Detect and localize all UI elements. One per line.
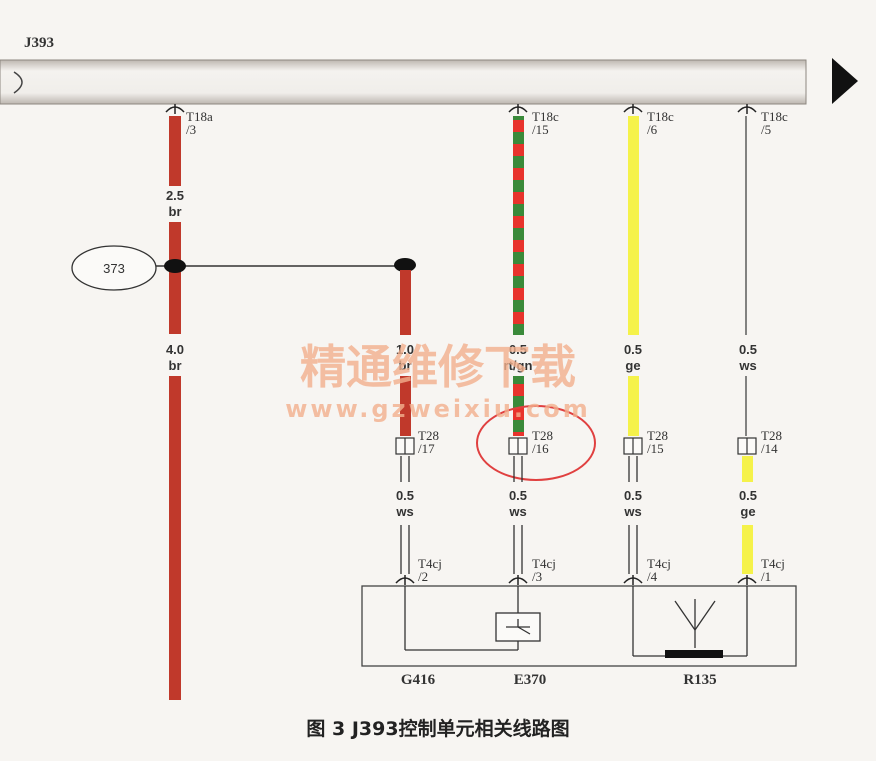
connector-pin: /3 xyxy=(186,122,196,137)
connector-t18a-3: T18a /3 xyxy=(165,104,213,137)
wire-color: ws xyxy=(738,358,756,373)
figure-caption: 图 3 J393控制单元相关线路图 xyxy=(306,718,570,740)
wire-color: ws xyxy=(623,504,641,519)
wire-ge-upper xyxy=(628,116,639,335)
wire-color: ge xyxy=(625,358,640,373)
connector-pin: /15 xyxy=(647,441,664,456)
component-label-r135: R135 xyxy=(683,672,716,688)
connector-t4cj-1: T4cj /1 xyxy=(737,556,785,585)
wire-rtgn-lower xyxy=(513,376,524,436)
wire-ge-lower-4 xyxy=(742,456,753,574)
connector-name: T4cj xyxy=(647,556,671,571)
wire-color: br xyxy=(169,358,182,373)
connector-name: T4cj xyxy=(418,556,442,571)
wire-color: ws xyxy=(508,504,526,519)
connector-name: T18c xyxy=(647,109,674,124)
highlight-circle xyxy=(476,405,596,481)
wire-branch-upper xyxy=(400,270,411,335)
bus-label: J393 xyxy=(24,35,54,51)
connector-t4cj-3: T4cj /3 xyxy=(508,556,556,585)
wire-size: 0.5 xyxy=(509,488,527,503)
connector-t18c-6: T18c /6 xyxy=(623,104,674,137)
connector-t18c-5: T18c /5 xyxy=(737,104,788,137)
wire-color: ge xyxy=(740,504,755,519)
connector-t28-14: T28 /14 xyxy=(737,428,782,456)
wire-rtgn-upper xyxy=(513,116,524,335)
connector-name: T28 xyxy=(532,428,553,443)
splice-dot xyxy=(394,258,416,272)
wire-color: ws xyxy=(395,504,413,519)
antenna-icon xyxy=(665,599,723,658)
connector-pin: /15 xyxy=(532,122,549,137)
connector-t28-15: T28 /15 xyxy=(623,428,668,456)
component-label-g416: G416 xyxy=(401,672,436,688)
connector-pin: /2 xyxy=(418,569,428,584)
wire-main-upper xyxy=(169,116,181,186)
wire-size: 0.5 xyxy=(396,488,414,503)
wire-color: br xyxy=(169,204,182,219)
wire-main-mid xyxy=(169,222,181,334)
splice-dot xyxy=(164,259,186,273)
connector-pin: /16 xyxy=(532,441,549,456)
connector-t28-17: T28 /17 xyxy=(395,428,439,456)
connector-name: T18c xyxy=(532,109,559,124)
watermark-url: www.gzweixiu.com xyxy=(285,395,591,423)
wire-size: 2.5 xyxy=(166,188,184,203)
connector-pin: /6 xyxy=(647,122,658,137)
wire-ws-lower-1 xyxy=(400,456,410,574)
connector-pin: /3 xyxy=(532,569,542,584)
ground-point-circle xyxy=(71,245,157,291)
connector-pin: /5 xyxy=(761,122,771,137)
connector-t28-16: T28 /16 xyxy=(508,428,553,456)
connector-pin: /4 xyxy=(647,569,658,584)
wire-size: 1.0 xyxy=(396,342,414,357)
wire-color: br xyxy=(399,358,412,373)
connector-t4cj-2: T4cj /2 xyxy=(395,556,442,585)
connector-pin: /1 xyxy=(761,569,771,584)
bus-bar xyxy=(0,59,807,105)
wire-branch-lower xyxy=(400,376,411,436)
wire-color: rt/gn xyxy=(504,358,533,373)
connector-pin: /14 xyxy=(761,441,778,456)
connector-name: T18a xyxy=(186,109,213,124)
connector-name: T28 xyxy=(761,428,782,443)
component-label-e370: E370 xyxy=(514,672,547,688)
wire-ge-lower xyxy=(628,376,639,436)
connector-t4cj-4: T4cj /4 xyxy=(623,556,671,585)
wire-size: 0.5 xyxy=(624,342,642,357)
switch-icon xyxy=(495,612,541,642)
watermark-title: 精通维修下载 xyxy=(300,340,576,394)
bus-arrow-icon xyxy=(832,58,858,104)
wire-size: 0.5 xyxy=(739,488,757,503)
connector-pin: /17 xyxy=(418,441,435,456)
wire-main-lower xyxy=(169,376,181,700)
wire-size: 0.5 xyxy=(624,488,642,503)
connector-name: T28 xyxy=(418,428,439,443)
wire-size: 4.0 xyxy=(166,342,184,357)
connector-name: T4cj xyxy=(532,556,556,571)
component-box xyxy=(361,585,797,667)
wire-ws-lower-2 xyxy=(513,456,523,574)
connector-t18c-15: T18c /15 xyxy=(508,104,559,137)
wire-size: 0.5 xyxy=(509,342,527,357)
ground-point-label: 373 xyxy=(103,261,125,276)
wire-size: 0.5 xyxy=(739,342,757,357)
connector-name: T18c xyxy=(761,109,788,124)
connector-name: T4cj xyxy=(761,556,785,571)
connector-name: T28 xyxy=(647,428,668,443)
wire-ws-lower-3 xyxy=(628,456,638,574)
